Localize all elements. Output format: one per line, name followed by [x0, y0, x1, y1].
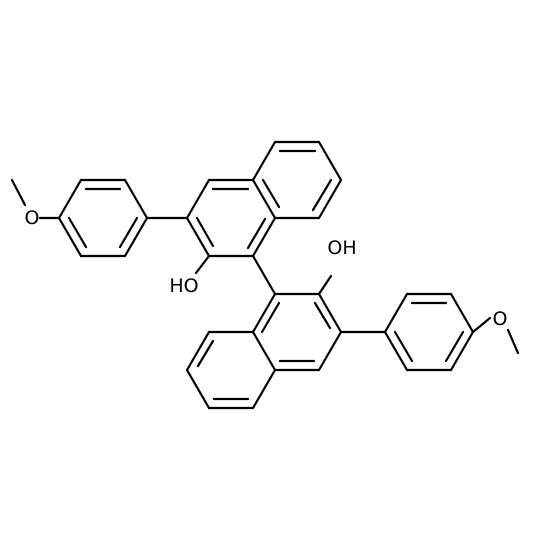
bond [251, 254, 277, 296]
bond-layer [10, 140, 520, 410]
bond [311, 178, 333, 212]
bond [317, 274, 333, 296]
atom-label-layer: HO OH O O [25, 207, 508, 330]
bond [317, 330, 343, 372]
bond [185, 178, 211, 220]
bond [317, 140, 343, 182]
bond [57, 216, 83, 258]
bond [383, 292, 409, 334]
bond [185, 368, 211, 410]
bond [123, 178, 149, 220]
bond [317, 292, 343, 334]
bond [123, 216, 149, 258]
bond [10, 178, 27, 207]
bond [251, 330, 277, 372]
bond [196, 339, 215, 368]
bond [317, 178, 343, 220]
bond [313, 301, 332, 330]
bond [195, 216, 215, 248]
bond [67, 216, 88, 249]
bond [471, 316, 492, 334]
bond [251, 216, 277, 258]
methoxy-oxygen-label-right: O [493, 308, 508, 330]
bond [194, 254, 211, 275]
bond [393, 330, 414, 363]
bond [251, 368, 277, 410]
methoxy-oxygen-label-left: O [25, 207, 40, 229]
bond [185, 216, 211, 258]
bond [383, 330, 409, 372]
bond [246, 217, 267, 250]
bond [251, 140, 277, 182]
bond [449, 330, 475, 372]
hydroxyl-label-upper: HO [169, 275, 198, 297]
bond [185, 330, 211, 372]
hydroxyl-label-lower: OH [327, 237, 356, 259]
bond [118, 216, 139, 249]
bond [506, 328, 520, 355]
bond [444, 330, 465, 363]
bond [261, 178, 281, 209]
bond [260, 301, 281, 334]
bond [251, 178, 277, 220]
bond [251, 292, 277, 334]
bond [57, 178, 83, 220]
bond [449, 292, 475, 334]
